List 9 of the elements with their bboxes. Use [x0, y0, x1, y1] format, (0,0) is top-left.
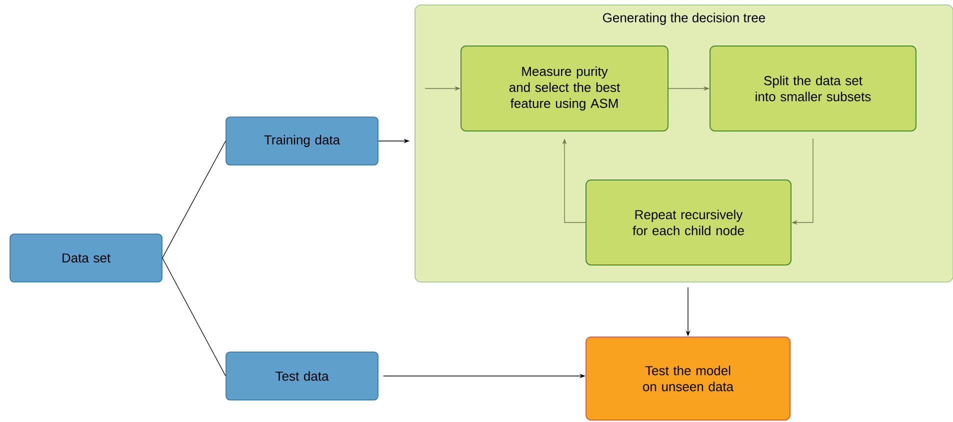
result-box: Test the model on unseen data [586, 336, 790, 420]
process-box: Split the data set into smaller subsets [710, 46, 916, 132]
connector-line [162, 258, 226, 376]
process-box: Measure purity and select the best feature using ASM [460, 46, 668, 132]
data-box: Test data [226, 352, 378, 400]
connector-line [162, 140, 226, 258]
process-box: Repeat recursively for each child node [586, 180, 792, 266]
data-box: Training data [226, 116, 378, 166]
data-box: Data set [10, 234, 162, 282]
